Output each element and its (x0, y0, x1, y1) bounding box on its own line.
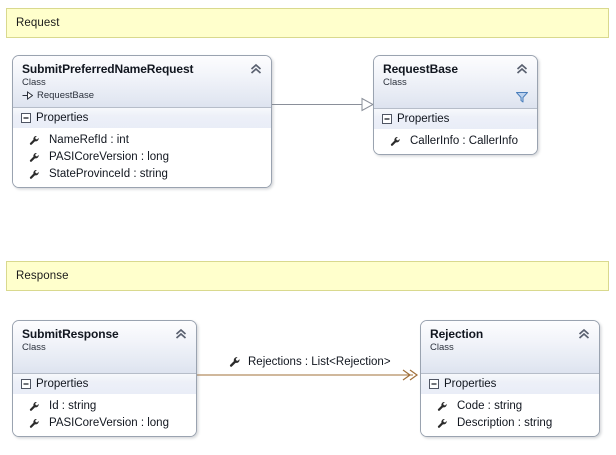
connector-association-submitresponse-rejection[interactable] (197, 368, 423, 382)
minus-box-icon[interactable] (21, 379, 31, 389)
double-chevron-up-icon[interactable] (577, 327, 591, 341)
uml-member-label: Description : string (457, 417, 553, 429)
uml-member-row[interactable]: Description : string (421, 415, 599, 432)
section-banner-label: Response (16, 270, 69, 282)
arrow-right-hollow-icon (22, 91, 33, 100)
uml-class-header[interactable]: Rejection Class (421, 321, 599, 374)
uml-class-rejection[interactable]: Rejection Class Properties Code : str (420, 320, 600, 437)
uml-member-list: CallerInfo : CallerInfo (374, 130, 537, 154)
uml-member-label: PASICoreVersion : long (49, 417, 169, 429)
uml-member-row[interactable]: PASICoreVersion : long (13, 415, 196, 432)
wrench-icon (29, 401, 40, 412)
wrench-icon (29, 135, 40, 146)
uml-class-header[interactable]: SubmitResponse Class (13, 321, 196, 374)
minus-box-icon[interactable] (382, 114, 392, 124)
minus-box-icon[interactable] (21, 113, 31, 123)
uml-header-spacer (383, 89, 528, 103)
uml-member-label: CallerInfo : CallerInfo (410, 135, 519, 147)
uml-compartment-properties[interactable]: Properties (374, 109, 537, 130)
association-label-rejections[interactable]: Rejections : List<Rejection> (229, 356, 391, 368)
uml-compartment-label: Properties (397, 113, 450, 125)
wrench-icon (29, 152, 40, 163)
uml-member-row[interactable]: PASICoreVersion : long (13, 149, 271, 166)
uml-member-row[interactable]: StateProvinceId : string (13, 166, 271, 183)
uml-class-submitpreferrednamerequest[interactable]: SubmitPreferredNameRequest Class Request… (12, 55, 272, 188)
uml-class-stereotype: Class (22, 342, 46, 353)
uml-member-row[interactable]: CallerInfo : CallerInfo (374, 133, 537, 150)
uml-compartment-properties[interactable]: Properties (421, 374, 599, 395)
wrench-icon (390, 136, 401, 147)
uml-member-label: Code : string (457, 400, 523, 412)
double-chevron-up-icon[interactable] (515, 62, 529, 76)
uml-member-list: Code : string Description : string (421, 395, 599, 436)
uml-header-spacer (430, 354, 590, 368)
double-chevron-up-icon[interactable] (249, 62, 263, 76)
uml-class-header[interactable]: SubmitPreferredNameRequest Class Request… (13, 56, 271, 108)
uml-member-row[interactable]: Code : string (421, 398, 599, 415)
wrench-icon (437, 401, 448, 412)
uml-compartment-properties[interactable]: Properties (13, 108, 271, 129)
uml-class-requestbase[interactable]: RequestBase Class Properties (373, 55, 538, 155)
uml-class-name: RequestBase (383, 62, 458, 76)
double-chevron-up-icon[interactable] (174, 327, 188, 341)
minus-box-icon[interactable] (429, 379, 439, 389)
uml-class-name: SubmitResponse (22, 327, 119, 341)
uml-compartment-label: Properties (36, 378, 89, 390)
section-banner-response[interactable]: Response (6, 261, 609, 291)
wrench-icon (29, 418, 40, 429)
uml-header-spacer (22, 354, 187, 368)
section-banner-request[interactable]: Request (6, 8, 609, 38)
uml-compartment-properties[interactable]: Properties (13, 374, 196, 395)
uml-class-stereotype: Class (430, 342, 454, 353)
uml-class-baseclass-label: RequestBase (37, 90, 95, 101)
uml-class-stereotype: Class (383, 77, 407, 88)
uml-member-label: StateProvinceId : string (49, 168, 168, 180)
uml-member-label: Id : string (49, 400, 97, 412)
uml-member-row[interactable]: Id : string (13, 398, 196, 415)
wrench-icon (29, 169, 40, 180)
uml-class-submitresponse[interactable]: SubmitResponse Class Properties Id : (12, 320, 197, 437)
uml-class-stereotype: Class (22, 77, 46, 88)
uml-class-header[interactable]: RequestBase Class (374, 56, 537, 109)
wrench-icon (229, 356, 241, 368)
funnel-icon[interactable] (515, 90, 529, 104)
uml-compartment-label: Properties (444, 378, 497, 390)
uml-class-name: SubmitPreferredNameRequest (22, 62, 194, 76)
association-label-text: Rejections : List<Rejection> (248, 356, 391, 368)
section-banner-label: Request (16, 17, 60, 29)
uml-member-row[interactable]: NameRefId : int (13, 132, 271, 149)
uml-member-label: NameRefId : int (49, 134, 129, 146)
uml-compartment-label: Properties (36, 112, 89, 124)
uml-class-name: Rejection (430, 327, 484, 341)
connector-inheritance-submitpreferrednamerequest-requestbase[interactable] (272, 96, 374, 112)
uml-member-list: NameRefId : int PASICoreVersion : long S… (13, 129, 271, 187)
uml-member-label: PASICoreVersion : long (49, 151, 169, 163)
uml-class-baseclass: RequestBase (22, 89, 262, 102)
uml-member-list: Id : string PASICoreVersion : long (13, 395, 196, 436)
wrench-icon (437, 418, 448, 429)
